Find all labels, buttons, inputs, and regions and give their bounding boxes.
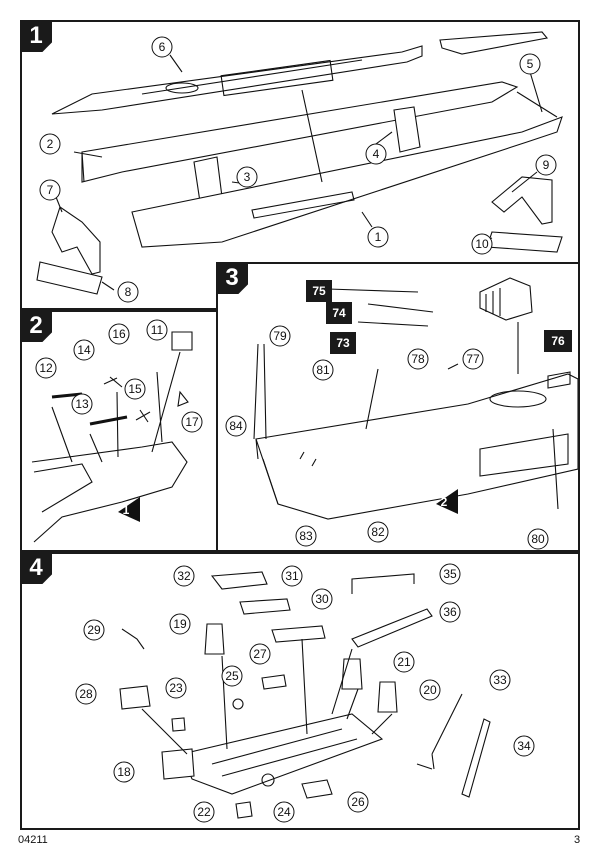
callout-9: 9 bbox=[543, 158, 550, 172]
callout-82: 82 bbox=[371, 525, 385, 539]
callout-11: 11 bbox=[151, 323, 164, 337]
callout-25: 25 bbox=[225, 669, 239, 683]
callout-21: 21 bbox=[397, 655, 411, 669]
callout-23: 23 bbox=[169, 681, 183, 695]
callout-74: 74 bbox=[332, 306, 346, 320]
step-4-panel: 4 bbox=[20, 552, 580, 830]
step-4-illustration: 32 31 35 30 36 19 29 21 27 25 23 20 28 3… bbox=[75, 563, 535, 823]
callout-81: 81 bbox=[316, 363, 330, 377]
page-number: 3 bbox=[574, 834, 581, 846]
callout-32: 32 bbox=[177, 569, 191, 583]
callout-84: 84 bbox=[229, 419, 243, 433]
callout-29: 29 bbox=[87, 623, 101, 637]
callout-7: 7 bbox=[47, 183, 54, 197]
ref-label-1: 1 bbox=[123, 503, 130, 517]
callout-30: 30 bbox=[315, 592, 329, 606]
callout-1: 1 bbox=[375, 230, 382, 244]
callout-27: 27 bbox=[253, 647, 267, 661]
callout-14: 14 bbox=[77, 343, 91, 357]
footer-code: 04211 bbox=[18, 834, 48, 846]
callout-12: 12 bbox=[39, 361, 53, 375]
callout-17: 17 bbox=[185, 415, 199, 429]
callout-75: 75 bbox=[312, 284, 326, 298]
callout-18: 18 bbox=[117, 765, 131, 779]
callout-79: 79 bbox=[273, 329, 287, 343]
callout-34: 34 bbox=[517, 739, 531, 753]
step-4-number: 4 bbox=[22, 554, 52, 584]
callout-4: 4 bbox=[373, 147, 380, 161]
callout-35: 35 bbox=[443, 567, 457, 581]
callout-2: 2 bbox=[47, 137, 54, 151]
callout-28: 28 bbox=[79, 687, 93, 701]
step-2-panel: 2 11 16 14 12 15 13 17 1 bbox=[20, 310, 218, 552]
step-1-number: 1 bbox=[22, 22, 52, 52]
callout-8: 8 bbox=[125, 285, 132, 299]
callout-13: 13 bbox=[75, 397, 89, 411]
callout-33: 33 bbox=[493, 673, 507, 687]
callout-19: 19 bbox=[173, 617, 187, 631]
step-2-illustration: 11 16 14 12 15 13 17 1 bbox=[31, 319, 203, 543]
callout-31: 31 bbox=[285, 569, 299, 583]
ref-arrow-1 bbox=[118, 497, 140, 522]
callout-16: 16 bbox=[112, 327, 126, 341]
callout-76: 76 bbox=[551, 334, 565, 348]
callout-10: 10 bbox=[475, 237, 489, 251]
callout-77: 77 bbox=[466, 352, 480, 366]
step-3-panel: 3 bbox=[216, 262, 580, 552]
callout-26: 26 bbox=[351, 795, 365, 809]
callout-73: 73 bbox=[336, 336, 350, 350]
callout-20: 20 bbox=[423, 683, 437, 697]
ref-label-2: 2 bbox=[441, 495, 448, 509]
callout-78: 78 bbox=[411, 352, 425, 366]
callout-22: 22 bbox=[197, 805, 211, 819]
callout-5: 5 bbox=[527, 57, 534, 71]
callout-3: 3 bbox=[244, 170, 251, 184]
ref-arrow-2 bbox=[436, 489, 458, 514]
callout-36: 36 bbox=[443, 605, 457, 619]
callout-83: 83 bbox=[299, 529, 313, 543]
callout-24: 24 bbox=[277, 805, 291, 819]
callout-80: 80 bbox=[531, 532, 545, 546]
callout-6: 6 bbox=[159, 40, 166, 54]
step-3-number: 3 bbox=[218, 264, 248, 294]
step-3-illustration: 75 74 73 76 79 78 77 81 84 83 82 80 2 bbox=[225, 277, 578, 550]
step-1-illustration: 6 5 2 4 3 9 7 1 10 8 bbox=[36, 31, 563, 303]
callout-15: 15 bbox=[128, 382, 142, 396]
step-1-panel: 1 bbox=[20, 20, 580, 310]
step-2-number: 2 bbox=[22, 312, 52, 342]
